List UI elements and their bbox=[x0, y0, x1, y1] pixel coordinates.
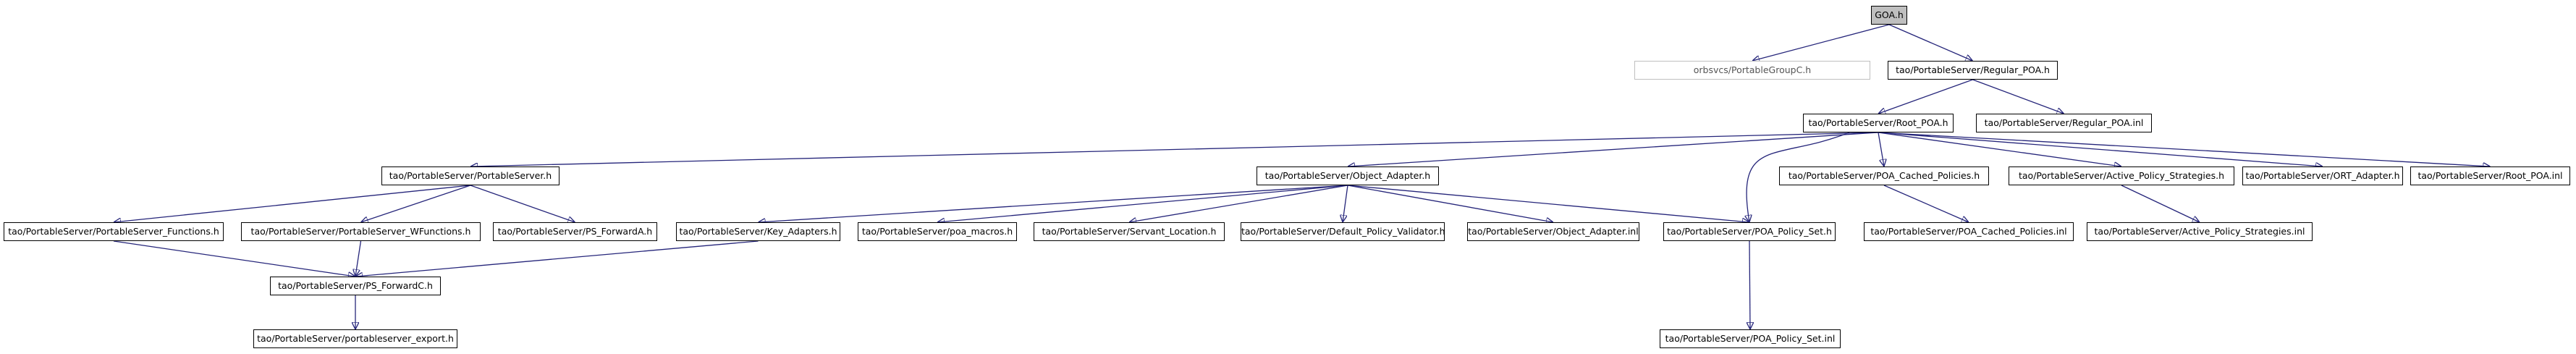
node-psf[interactable]: tao/PortableServer/PortableServer_Functi… bbox=[4, 222, 224, 241]
node-pswf[interactable]: tao/PortableServer/PortableServer_WFunct… bbox=[241, 222, 481, 241]
edge-oa-to-pm bbox=[937, 185, 1348, 222]
node-aps[interactable]: tao/PortableServer/Active_Policy_Strateg… bbox=[2009, 167, 2234, 185]
node-ppsinl[interactable]: tao/PortableServer/POA_Policy_Set.inl bbox=[1660, 329, 1841, 348]
node-psfc[interactable]: tao/PortableServer/PS_ForwardC.h bbox=[270, 277, 441, 295]
edge-aps-to-apsinl bbox=[2121, 185, 2200, 222]
node-apsinl[interactable]: tao/PortableServer/Active_Policy_Strateg… bbox=[2087, 222, 2313, 241]
node-pgc: orbsvcs/PortableGroupC.h bbox=[1634, 61, 1870, 80]
edge-regpoa-to-reginl bbox=[1972, 79, 2064, 114]
node-regpoa[interactable]: tao/PortableServer/Regular_POA.h bbox=[1888, 61, 2058, 80]
edge-oa-to-pps bbox=[1347, 185, 1749, 222]
edge-rootpoa-to-oa bbox=[1348, 132, 1879, 167]
edge-rootpoa-to-rootinl bbox=[1878, 132, 2491, 167]
edge-goa-to-regpoa bbox=[1888, 24, 1973, 61]
edge-pps-to-ppsinl bbox=[1749, 240, 1750, 329]
node-pse[interactable]: tao/PortableServer/portableserver_export… bbox=[253, 329, 457, 348]
node-oa[interactable]: tao/PortableServer/Object_Adapter.h bbox=[1257, 167, 1439, 185]
edge-pcp-to-pcpinl bbox=[1883, 185, 1969, 222]
edge-ka-to-psfc bbox=[355, 240, 759, 277]
edge-ps-to-psf bbox=[114, 185, 471, 222]
edge-regpoa-to-rootpoa bbox=[1878, 79, 1973, 114]
edge-pswf-to-psfc bbox=[355, 240, 362, 277]
node-rootpoa[interactable]: tao/PortableServer/Root_POA.h bbox=[1803, 114, 1954, 132]
node-psfa[interactable]: tao/PortableServer/PS_ForwardA.h bbox=[493, 222, 657, 241]
node-pcp[interactable]: tao/PortableServer/POA_Cached_Policies.h bbox=[1779, 167, 1989, 185]
edge-rootpoa-to-pps bbox=[1747, 132, 1850, 222]
edge-ps-to-psfa bbox=[470, 185, 575, 222]
node-pm[interactable]: tao/PortableServer/poa_macros.h bbox=[858, 222, 1017, 241]
edge-oa-to-sl bbox=[1129, 185, 1348, 222]
node-reginl[interactable]: tao/PortableServer/Regular_POA.inl bbox=[1976, 114, 2152, 132]
node-sl[interactable]: tao/PortableServer/Servant_Location.h bbox=[1034, 222, 1225, 241]
node-pcpinl[interactable]: tao/PortableServer/POA_Cached_Policies.i… bbox=[1864, 222, 2074, 241]
edge-psf-to-psfc bbox=[113, 240, 355, 277]
node-pps[interactable]: tao/PortableServer/POA_Policy_Set.h bbox=[1663, 222, 1836, 241]
edge-goa-to-pgc bbox=[1752, 24, 1890, 61]
node-oainl[interactable]: tao/PortableServer/Object_Adapter.inl bbox=[1467, 222, 1639, 241]
node-ka[interactable]: tao/PortableServer/Key_Adapters.h bbox=[676, 222, 840, 241]
edge-ps-to-pswf bbox=[361, 185, 471, 222]
edge-rootpoa-to-ort bbox=[1878, 132, 2323, 167]
edge-rootpoa-to-pcp bbox=[1878, 132, 1884, 167]
edge-oa-to-ka bbox=[759, 185, 1348, 222]
node-rootinl[interactable]: tao/PortableServer/Root_POA.inl bbox=[2410, 167, 2570, 185]
node-ps[interactable]: tao/PortableServer/PortableServer.h bbox=[381, 167, 559, 185]
edge-rootpoa-to-ps bbox=[470, 132, 1879, 167]
node-goa[interactable]: GOA.h bbox=[1871, 6, 1907, 25]
node-ort[interactable]: tao/PortableServer/ORT_Adapter.h bbox=[2242, 167, 2403, 185]
node-dpv[interactable]: tao/PortableServer/Default_Policy_Valida… bbox=[1241, 222, 1445, 241]
edge-oa-to-dpv bbox=[1343, 185, 1348, 222]
edge-oa-to-oainl bbox=[1347, 185, 1553, 222]
edge-rootpoa-to-aps bbox=[1878, 132, 2121, 167]
